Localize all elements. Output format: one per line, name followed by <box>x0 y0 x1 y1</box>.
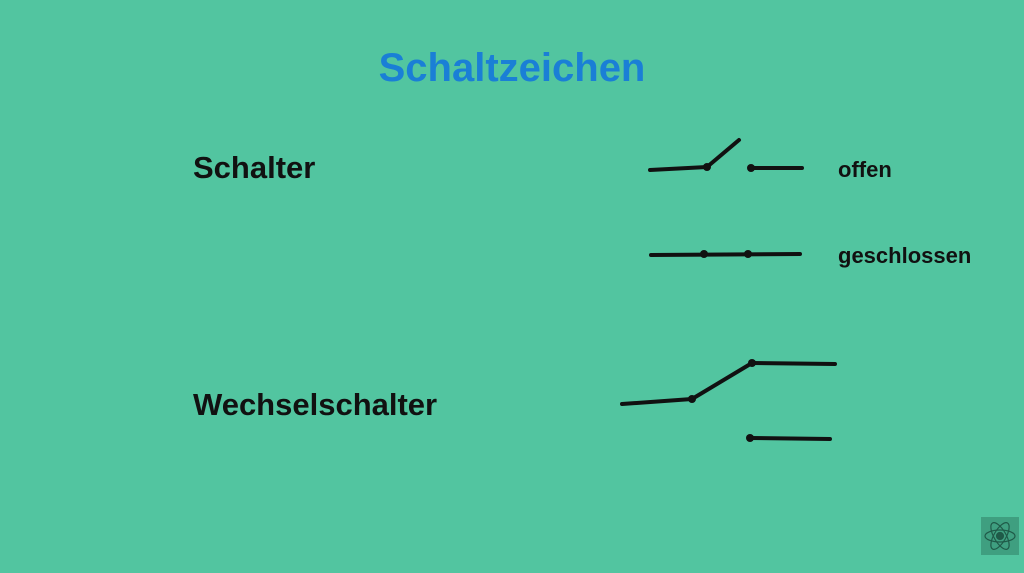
page-title: Schaltzeichen <box>378 46 646 90</box>
closed-switch-symbol <box>649 250 802 258</box>
schalter-label: Schalter <box>193 150 316 185</box>
changeover-switch-symbol <box>620 359 837 442</box>
closed-label: geschlossen <box>838 243 972 268</box>
open-switch-symbol <box>648 138 804 172</box>
wechselschalter-label: Wechselschalter <box>193 387 438 422</box>
open-label: offen <box>838 157 892 182</box>
atom-icon <box>981 517 1019 555</box>
